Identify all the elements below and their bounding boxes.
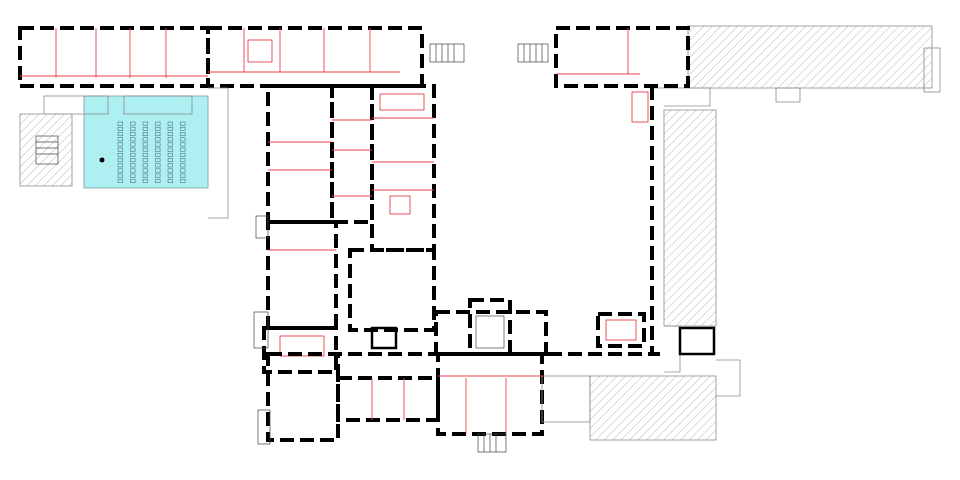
- seat: [130, 168, 136, 173]
- seat: [155, 173, 161, 178]
- seat: [142, 178, 148, 183]
- seat: [117, 132, 123, 137]
- wing-south: [257, 352, 660, 453]
- seat: [155, 142, 161, 147]
- seat: [142, 121, 148, 126]
- seat: [117, 142, 123, 147]
- seat: [130, 142, 136, 147]
- seat: [180, 158, 186, 163]
- seat: [167, 152, 173, 157]
- seat: [180, 173, 186, 178]
- seat: [130, 126, 136, 131]
- seat: [130, 158, 136, 163]
- seat: [155, 178, 161, 183]
- seat: [142, 132, 148, 137]
- seat: [142, 173, 148, 178]
- seat: [180, 168, 186, 173]
- seat: [167, 158, 173, 163]
- staircase-icon: [475, 315, 505, 349]
- seat: [180, 152, 186, 157]
- seat: [130, 137, 136, 142]
- seat: [167, 178, 173, 183]
- staircase-icon: [517, 43, 549, 63]
- seat: [117, 152, 123, 157]
- seat: [180, 147, 186, 152]
- seat: [180, 132, 186, 137]
- seat: [180, 142, 186, 147]
- seat: [167, 142, 173, 147]
- staircase-icon: [257, 409, 271, 445]
- seat: [117, 121, 123, 126]
- seat: [117, 163, 123, 168]
- seat: [180, 163, 186, 168]
- staircase-icon: [253, 311, 269, 349]
- seat: [130, 173, 136, 178]
- wing-northwest: [18, 26, 465, 88]
- seat: [155, 126, 161, 131]
- seat: [155, 132, 161, 137]
- seat: [142, 163, 148, 168]
- seat: [142, 168, 148, 173]
- block-west-mid: [253, 215, 436, 374]
- seat: [180, 178, 186, 183]
- seat: [117, 147, 123, 152]
- seat: [117, 173, 123, 178]
- seat: [142, 137, 148, 142]
- seat: [142, 142, 148, 147]
- seat: [180, 126, 186, 131]
- seat: [180, 137, 186, 142]
- seat: [167, 132, 173, 137]
- seat: [155, 163, 161, 168]
- existing-structure-east: [589, 25, 941, 441]
- seat: [117, 168, 123, 173]
- seat: [155, 137, 161, 142]
- seat: [130, 178, 136, 183]
- staircase-icon: [477, 433, 507, 453]
- block-east-north: [517, 26, 690, 354]
- seat: [167, 137, 173, 142]
- seat: [167, 173, 173, 178]
- seat: [155, 147, 161, 152]
- block-central-south: [434, 298, 716, 356]
- seat: [155, 121, 161, 126]
- seat: [130, 163, 136, 168]
- seat: [167, 168, 173, 173]
- seat: [130, 152, 136, 157]
- seat: [130, 132, 136, 137]
- seat: [117, 158, 123, 163]
- seat: [130, 147, 136, 152]
- seat: [167, 121, 173, 126]
- seat: [167, 126, 173, 131]
- seat: [142, 147, 148, 152]
- staircase-icon: [429, 43, 465, 63]
- seat: [130, 121, 136, 126]
- seat: [117, 137, 123, 142]
- seat: [155, 152, 161, 157]
- lecture-hall-seating: [117, 121, 186, 183]
- seat: [142, 158, 148, 163]
- seat: [167, 163, 173, 168]
- block-central-north: [266, 84, 436, 252]
- seat: [155, 158, 161, 163]
- seat: [142, 126, 148, 131]
- seat: [167, 147, 173, 152]
- lecture-hall[interactable]: [43, 95, 209, 189]
- staircase-icon: [35, 135, 59, 165]
- seat: [155, 168, 161, 173]
- stair-block-west: [19, 113, 73, 187]
- seat: [117, 126, 123, 131]
- seat: [117, 178, 123, 183]
- seat: [142, 152, 148, 157]
- corridor-west: [208, 87, 229, 219]
- seat: [180, 121, 186, 126]
